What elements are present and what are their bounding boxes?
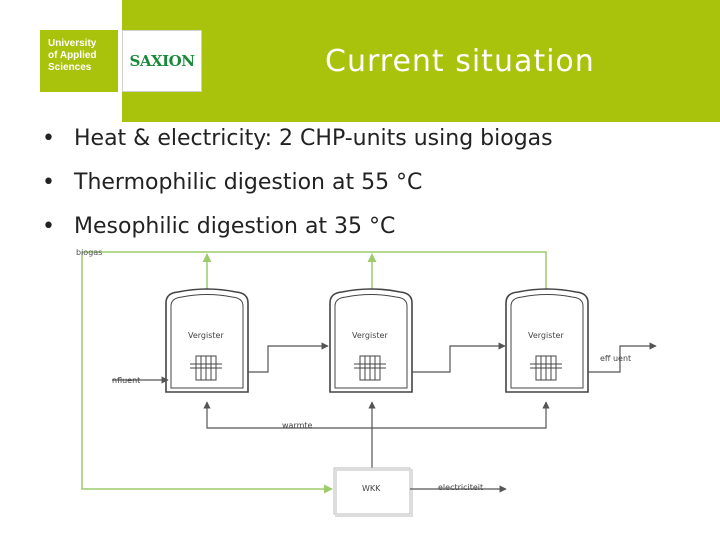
- bullet-list: • Heat & electricity: 2 CHP-units using b…: [42, 124, 712, 256]
- bullet-item: • Mesophilic digestion at 35 °C: [42, 212, 712, 256]
- saxion-logo: SAXION: [122, 30, 202, 92]
- bullet-dot-icon: •: [42, 126, 55, 151]
- bullet-text: Thermophilic digestion at 55 °C: [74, 170, 423, 195]
- logo-line-1: University: [48, 38, 97, 49]
- vessel-2-heat-exchanger: [354, 355, 386, 381]
- bullet-item: • Thermophilic digestion at 55 °C: [42, 168, 712, 212]
- vessel-3: [505, 288, 589, 393]
- wkk-label: WKK: [362, 484, 381, 493]
- vessel-2: [329, 288, 413, 393]
- wkk-unit: [333, 467, 413, 517]
- biogas-label: biogas: [76, 248, 102, 257]
- vessel-1-label: Vergister: [188, 331, 224, 340]
- page-title: Current situation: [325, 44, 595, 79]
- logo-line-3: Sciences: [48, 62, 92, 73]
- bullet-dot-icon: •: [42, 170, 55, 195]
- vessel-1-heat-exchanger: [190, 355, 222, 381]
- heat-lines: [203, 401, 550, 468]
- bullet-dot-icon: •: [42, 214, 55, 239]
- vessel-3-label: Vergister: [528, 331, 564, 340]
- vessel-3-heat-exchanger: [530, 355, 562, 381]
- university-logo: University of Applied Sciences: [40, 30, 118, 92]
- process-flow-lines: [112, 342, 657, 384]
- bullet-text: Heat & electricity: 2 CHP-units using bi…: [74, 126, 553, 151]
- header-bar: [122, 0, 720, 122]
- biogas-lines: [81, 251, 547, 494]
- effluent-label: eff uent: [600, 354, 631, 363]
- bullet-text: Mesophilic digestion at 35 °C: [74, 214, 396, 239]
- logo-line-2: of Applied: [48, 50, 97, 61]
- bullet-item: • Heat & electricity: 2 CHP-units using b…: [42, 124, 712, 168]
- influent-label: nfluent: [112, 376, 140, 385]
- vessel-2-label: Vergister: [352, 331, 388, 340]
- vessel-1: [165, 288, 249, 393]
- electriciteit-label: electriciteit: [438, 483, 483, 492]
- warmte-label: warmte: [282, 421, 313, 430]
- saxion-logo-text: SAXION: [129, 52, 195, 70]
